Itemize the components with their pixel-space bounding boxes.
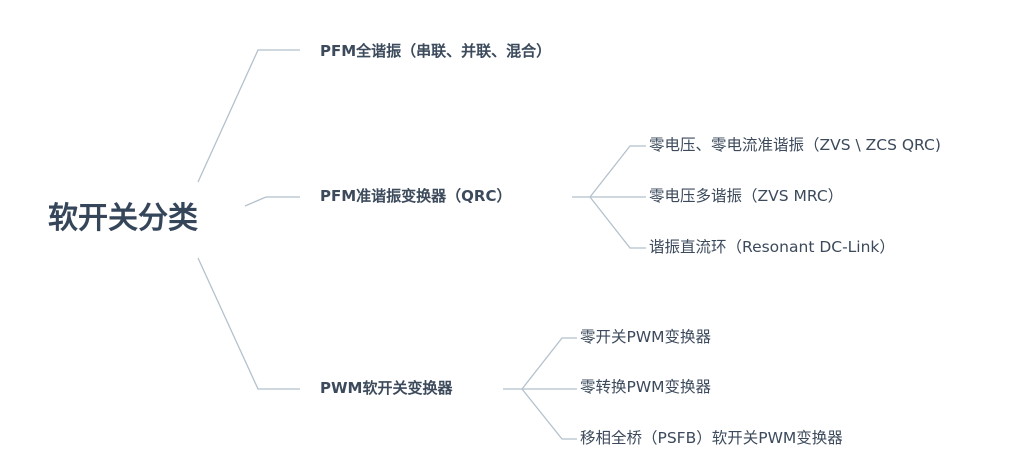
subtopic-resonant-dc-link[interactable]: 谐振直流环（Resonant DC-Link） [649,238,895,256]
topic-pfm-full-resonant[interactable]: PFM全谐振（串联、并联、混合） [320,42,552,60]
connector-root-pfm-full [197,49,300,183]
connector-pwm-psfb [521,388,577,440]
topic-pfm-quasi-resonant[interactable]: PFM准谐振变换器（QRC） [320,187,512,205]
subtopic-zvs-mrc[interactable]: 零电压多谐振（ZVS MRC） [649,187,844,205]
subtopic-zero-switching-pwm[interactable]: 零开关PWM变换器 [580,328,712,346]
root-topic[interactable]: 软开关分类 [48,201,198,236]
connector-pwm-zs [503,337,577,390]
subtopic-psfb-pwm[interactable]: 移相全桥（PSFB）软开关PWM变换器 [580,429,843,447]
connector-root-pfm-quasi [244,196,300,207]
subtopic-zvs-zcs-qrc[interactable]: 零电压、零电流准谐振（ZVS \ ZCS QRC) [649,136,941,154]
connector-quasi-zvs-zcs [572,145,646,198]
connector-root-pwm-soft [197,257,300,390]
subtopic-zero-transition-pwm[interactable]: 零转换PWM变换器 [580,378,712,396]
connector-quasi-rdcl [589,196,646,249]
topic-pwm-soft-switching[interactable]: PWM软开关变换器 [320,379,453,397]
